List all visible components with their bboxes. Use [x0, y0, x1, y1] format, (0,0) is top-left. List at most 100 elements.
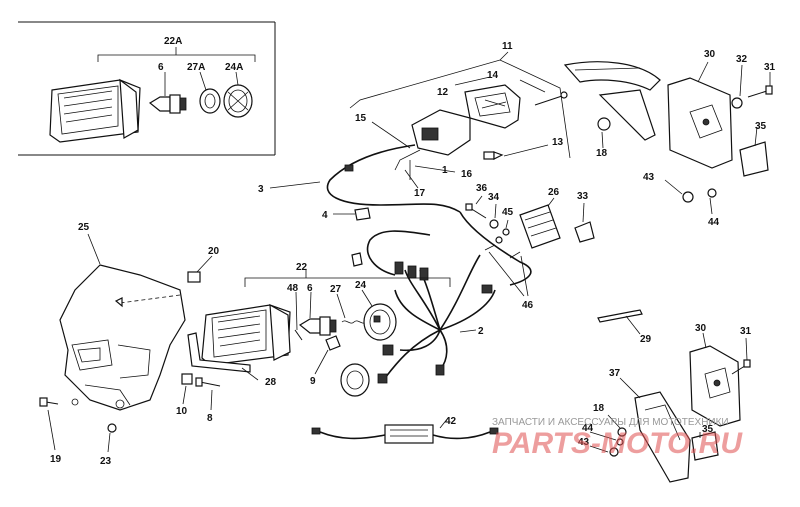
label-30-top: 30 — [704, 49, 716, 60]
label-34: 34 — [488, 192, 500, 203]
strap-29[interactable] — [597, 309, 643, 323]
label-4: 4 — [322, 210, 328, 221]
clamp-33[interactable] — [574, 221, 595, 243]
label-3: 3 — [258, 184, 264, 195]
label-11: 11 — [502, 41, 513, 52]
nut-18-top[interactable] — [597, 117, 611, 131]
bolt-19[interactable] — [39, 397, 59, 407]
label-24A: 24A — [225, 62, 243, 73]
horn[interactable] — [340, 363, 370, 397]
bracket-28[interactable] — [187, 332, 251, 373]
tail-light-lens[interactable] — [411, 109, 471, 156]
inset-22A — [18, 21, 276, 156]
bracket-22 — [244, 277, 451, 287]
bulb-6-inset[interactable] — [148, 94, 187, 114]
label-22A: 22A — [164, 36, 182, 47]
label-28: 28 — [265, 377, 277, 388]
label-20: 20 — [208, 246, 220, 257]
cable-42[interactable] — [311, 424, 499, 444]
nut-43-top[interactable] — [682, 191, 694, 203]
nut-43-bottom[interactable] — [609, 447, 619, 457]
label-13: 13 — [552, 137, 564, 148]
cap-24[interactable] — [363, 303, 397, 341]
label-45: 45 — [502, 207, 514, 218]
rear-mudguard[interactable] — [563, 61, 661, 141]
bolt-36[interactable] — [465, 203, 487, 219]
label-27A: 27A — [187, 62, 205, 73]
bracket-37[interactable] — [634, 391, 691, 483]
screw-14[interactable] — [534, 91, 568, 106]
label-43-bottom: 43 — [578, 437, 590, 448]
label-43-top: 43 — [643, 172, 655, 183]
bulb-9[interactable] — [325, 335, 341, 351]
washer-44-top[interactable] — [707, 188, 717, 198]
label-30-bottom: 30 — [695, 323, 707, 334]
label-16: 16 — [461, 169, 473, 180]
socket-27A[interactable] — [199, 88, 221, 114]
label-24: 24 — [355, 280, 367, 291]
label-37: 37 — [609, 368, 621, 379]
washer-32[interactable] — [731, 97, 743, 109]
bolt-8[interactable] — [195, 377, 221, 387]
bracket-35-bottom[interactable] — [691, 431, 719, 461]
label-9: 9 — [310, 376, 316, 387]
bracket-35-top[interactable] — [739, 141, 769, 177]
bulb-6[interactable] — [298, 316, 337, 336]
spring-27[interactable] — [341, 320, 367, 324]
clip-4[interactable] — [354, 207, 371, 221]
label-27: 27 — [330, 284, 342, 295]
bolt-31-top[interactable] — [747, 85, 773, 98]
label-1: 1 — [442, 165, 448, 176]
label-12: 12 — [437, 87, 449, 98]
label-18-top: 18 — [596, 148, 608, 159]
front-fairing-25[interactable] — [59, 264, 186, 411]
label-36: 36 — [476, 183, 488, 194]
headlamp-22A[interactable] — [49, 78, 141, 143]
label-6: 6 — [307, 283, 313, 294]
washer-44-bottom[interactable] — [616, 438, 624, 446]
wiring-harness-2[interactable] — [351, 211, 532, 384]
pin-48[interactable] — [294, 329, 303, 341]
label-23: 23 — [100, 456, 112, 467]
connector-15[interactable] — [344, 164, 354, 172]
label-6-inset: 6 — [158, 62, 164, 73]
label-42: 42 — [445, 416, 457, 427]
label-35-bottom: 35 — [702, 424, 714, 435]
label-32: 32 — [736, 54, 748, 65]
label-26: 26 — [548, 187, 560, 198]
tail-light-housing-12[interactable] — [464, 84, 521, 129]
label-17: 17 — [414, 188, 426, 199]
bulb-13[interactable] — [483, 151, 504, 160]
label-46: 46 — [522, 300, 534, 311]
label-44-bottom: 44 — [582, 423, 594, 434]
plate-holder-30[interactable] — [667, 77, 733, 169]
label-35-top: 35 — [755, 121, 767, 132]
label-19: 19 — [50, 454, 62, 465]
label-31-bottom: 31 — [740, 326, 752, 337]
washer-23[interactable] — [107, 423, 117, 433]
grommet-20[interactable] — [187, 271, 201, 283]
label-48: 48 — [287, 283, 299, 294]
watermark-logo: PARTS-MOTO.RU — [492, 427, 743, 460]
label-22: 22 — [296, 262, 308, 273]
label-29: 29 — [640, 334, 652, 345]
washer-34[interactable] — [489, 219, 499, 229]
bushing-10[interactable] — [181, 373, 193, 385]
label-33: 33 — [577, 191, 589, 202]
label-8: 8 — [207, 413, 213, 424]
label-18-bottom: 18 — [593, 403, 605, 414]
label-31-top: 31 — [764, 62, 776, 73]
label-15: 15 — [355, 113, 367, 124]
cap-24A[interactable] — [223, 84, 253, 118]
regulator-26[interactable] — [519, 204, 561, 249]
label-10: 10 — [176, 406, 188, 417]
label-2: 2 — [478, 326, 484, 337]
label-44-top: 44 — [708, 217, 720, 228]
nut-18-bottom[interactable] — [617, 427, 627, 437]
washer-45[interactable] — [495, 228, 510, 244]
headlamp-22[interactable] — [201, 303, 291, 366]
label-14: 14 — [487, 70, 499, 81]
plate-holder-30-bottom[interactable] — [689, 345, 741, 427]
label-25: 25 — [78, 222, 90, 233]
